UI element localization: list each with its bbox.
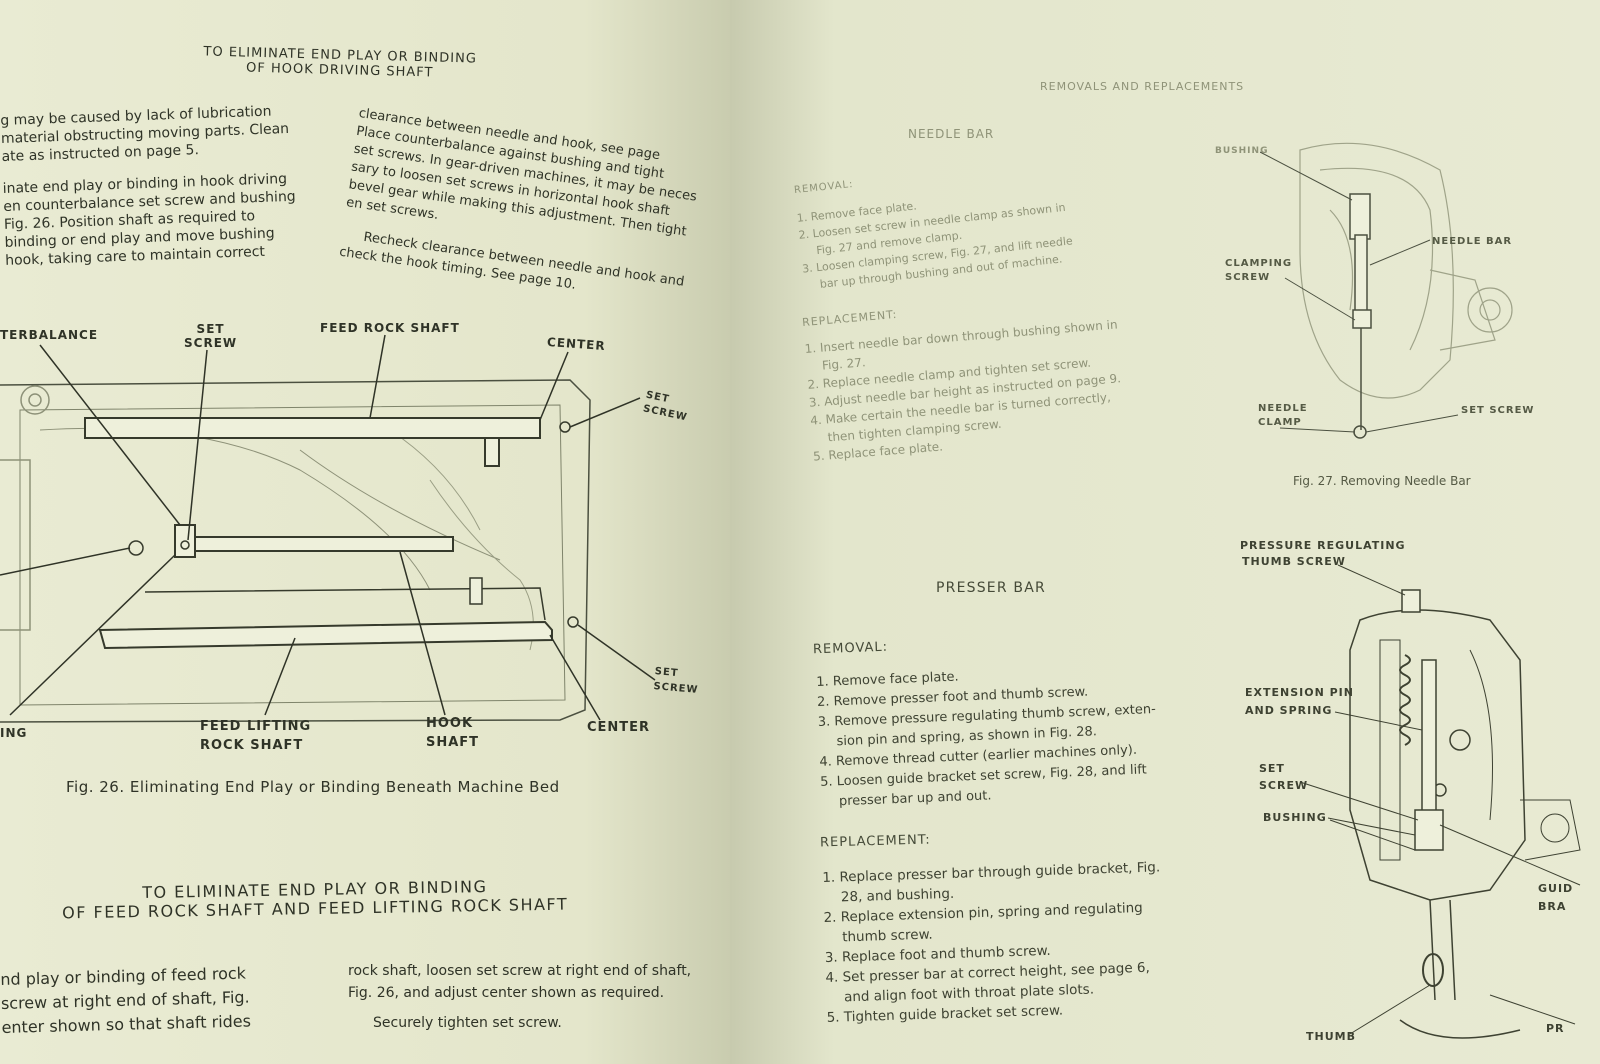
fig26-diagram — [0, 334, 656, 723]
presser-removal-steps: 1. Remove face plate. 2. Remove presser … — [816, 660, 1159, 813]
needle-clamp-screw — [1353, 425, 1367, 439]
running-head: REMOVALS AND REPLACEMENTS — [1040, 80, 1245, 93]
label-line: BRA — [1538, 900, 1567, 913]
text-line: rock shaft, loosen set screw at right en… — [348, 963, 692, 979]
label-line: SCREW — [1259, 779, 1309, 792]
needle-removal-steps: 1. Remove face plate. 2. Loosen set scre… — [796, 182, 1075, 295]
label-feed-lifting-rock-shaft: FEED LIFTING ROCK SHAFT — [200, 717, 311, 755]
fig26-caption: Fig. 26. Eliminating End Play or Binding… — [66, 778, 560, 796]
fig28-label-pr: PR — [1546, 1022, 1565, 1035]
fig27-label-set-screw: SET SCREW — [1461, 405, 1535, 416]
needle-replacement-steps: 1. Insert needle bar down through bushin… — [804, 315, 1127, 465]
text-line: Fig. 26, and adjust center shown as requ… — [348, 985, 665, 1001]
presser-replacement-steps: 1. Replace presser bar through guide bra… — [822, 857, 1165, 1028]
fig28-label-thumb: THUMB — [1306, 1030, 1356, 1043]
bushing-screw — [128, 540, 144, 556]
needle-removal-label: REMOVAL: — [793, 178, 854, 197]
feed-lifting-rock-shaft — [98, 620, 553, 650]
bottom-left-column-text: nd play or binding of feed rock screw at… — [0, 961, 251, 1040]
feed-rock-shaft — [84, 417, 541, 439]
fig27-diagram — [1260, 142, 1513, 439]
text-line: enter shown so that shaft rides — [1, 1011, 252, 1037]
label-line: SCREW — [184, 336, 238, 350]
fig28-diagram — [1299, 564, 1581, 1039]
label-line: SHAFT — [426, 735, 480, 750]
right-set-screw-top — [559, 421, 571, 433]
thumb-screw — [1422, 953, 1444, 987]
presser-head-outline — [1349, 609, 1581, 1039]
label-line: EXTENSION PIN — [1245, 686, 1354, 699]
fig27-caption: Fig. 27. Removing Needle Bar — [1293, 474, 1471, 488]
fig27-label-clamping-screw: CLAMPING SCREW — [1225, 257, 1292, 285]
left-column-text: g may be caused by lack of lubrication m… — [0, 102, 298, 270]
needle-bar-bushing — [1349, 193, 1371, 240]
bottom-heading: TO ELIMINATE END PLAY OR BINDING OF FEED… — [60, 876, 571, 923]
label-feed-rock-shaft: FEED ROCK SHAFT — [320, 321, 460, 335]
label-line: SCREW — [1225, 272, 1271, 283]
label-set-screw-right-bottom: SET SCREW — [653, 664, 701, 698]
extension-spring — [1399, 654, 1411, 746]
counterbalance-set-screw — [180, 540, 190, 550]
text-line: Securely tighten set screw. — [373, 1015, 562, 1031]
leader-lines — [0, 334, 656, 721]
label-line: HOOK — [426, 716, 474, 731]
needle-head-outline — [1299, 142, 1513, 399]
label-line: ROCK SHAFT — [200, 738, 304, 753]
label-set-screw-top: SET SCREW — [184, 322, 237, 350]
label-bushing: ING — [0, 726, 28, 740]
label-line: CLAMPING — [1225, 258, 1293, 269]
top-heading: TO ELIMINATE END PLAY OR BINDING OF HOOK… — [195, 44, 486, 82]
label-line: SET — [1259, 762, 1285, 775]
label-line: GUID — [1538, 882, 1574, 895]
fig28-label-bushing: BUSHING — [1263, 811, 1327, 824]
presser-replacement-label: REPLACEMENT: — [819, 832, 931, 851]
fig27-label-bushing: BUSHING — [1215, 146, 1269, 156]
fig28-label-extension-pin: EXTENSION PIN AND SPRING — [1245, 684, 1354, 720]
needle-clamp — [1352, 309, 1372, 329]
label-line: SET — [196, 322, 225, 336]
left-page: TO ELIMINATE END PLAY OR BINDING OF HOOK… — [0, 0, 730, 1064]
label-hook-shaft: HOOK SHAFT — [426, 714, 479, 752]
pressure-regulating-thumb-screw — [1401, 589, 1421, 613]
feed-lifting-shaft-outline — [144, 587, 546, 621]
fig27-label-needle-bar: NEEDLE BAR — [1432, 236, 1513, 247]
presser-bar-bushing — [1414, 809, 1444, 851]
fig28-label-guide-bracket: GUID BRA — [1538, 880, 1573, 916]
fig28-label-set-screw: SET SCREW — [1259, 760, 1308, 794]
label-line: CLAMP — [1258, 417, 1302, 428]
right-column-text: clearance between needle and hook, see p… — [338, 105, 703, 310]
right-set-screw-bottom — [567, 616, 579, 628]
presser-removal-label: REMOVAL: — [812, 639, 889, 658]
label-line: THUMB SCREW — [1242, 555, 1346, 568]
fig28-leader-lines — [1299, 564, 1581, 1035]
label-line: FEED LIFTING — [200, 719, 312, 734]
fig28-label-pressure-regulating: PRESSURE REGULATING THUMB SCREW — [1240, 538, 1406, 570]
label-line: NEEDLE — [1258, 403, 1308, 414]
right-page: REMOVALS AND REPLACEMENTS NEEDLE BAR REM… — [730, 0, 1600, 1064]
fig27-label-needle-clamp: NEEDLE CLAMP — [1258, 402, 1308, 430]
shaft-block — [469, 577, 483, 605]
label-center-bottom: CENTER — [587, 720, 651, 735]
label-counterbalance: TERBALANCE — [0, 328, 99, 342]
needle-replacement-label: REPLACEMENT: — [801, 307, 898, 330]
label-line: AND SPRING — [1245, 704, 1333, 717]
fig27-leader-lines — [1260, 151, 1459, 433]
text-line — [348, 1004, 691, 1012]
label-line: PRESSURE REGULATING — [1240, 539, 1406, 552]
needle-bar-title: NEEDLE BAR — [908, 127, 995, 141]
presser-bar-title: PRESSER BAR — [936, 580, 1046, 596]
bottom-right-column-text: rock shaft, loosen set screw at right en… — [348, 960, 691, 1034]
feed-rock-shaft-tab — [484, 437, 500, 467]
hook-driving-shaft — [174, 536, 454, 552]
